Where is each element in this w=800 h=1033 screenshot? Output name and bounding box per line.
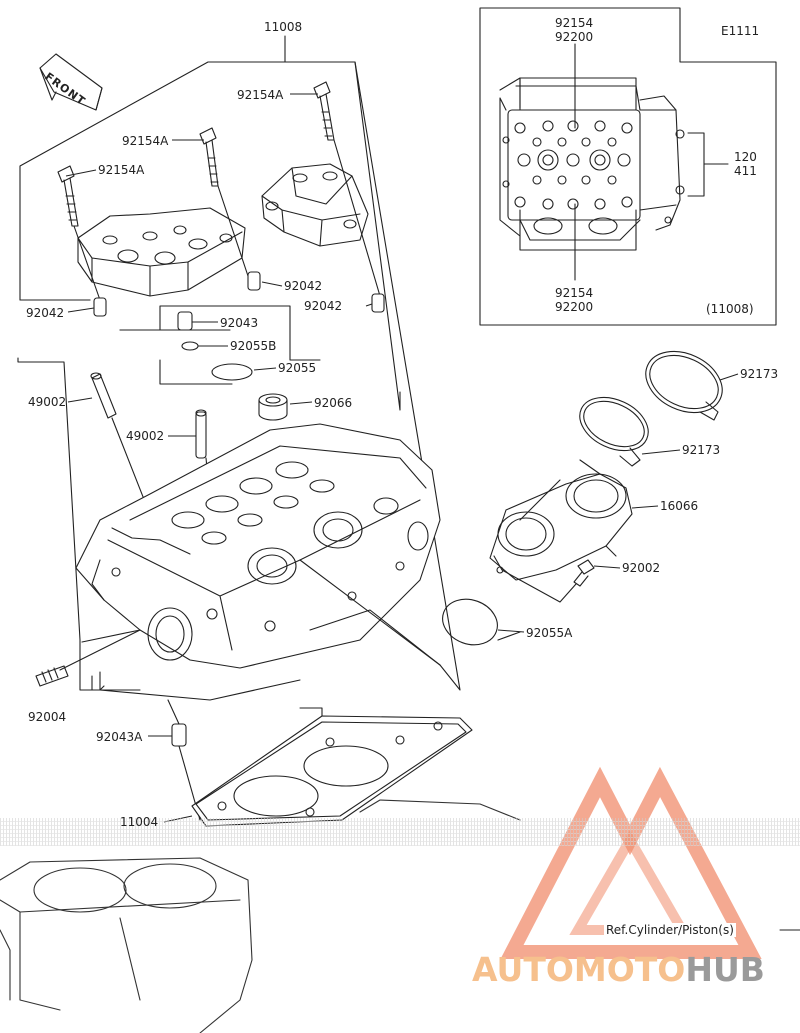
label-11004: 11004: [120, 815, 159, 829]
diagram-code: E1111: [721, 24, 760, 38]
oring-92055A: [442, 598, 498, 646]
stud-92004: [35, 665, 69, 687]
inset-engine-top-view: [499, 77, 685, 241]
label-11008: 11008: [264, 20, 303, 34]
inset-label-bottom-2: 92200: [555, 300, 594, 314]
inset-frame: [479, 7, 777, 326]
label-92043: 92043: [220, 316, 259, 330]
dowel-92042-2: [247, 271, 261, 291]
oring-92055B: [181, 341, 199, 351]
dowel-92042-3: [371, 293, 385, 313]
label-16066: 16066: [660, 499, 699, 513]
label-92004: 92004: [28, 710, 67, 724]
watermark-part-2: MOTO: [573, 950, 686, 989]
sleeve-92043A: [171, 723, 187, 747]
clamp-92173-lower: [579, 396, 649, 467]
label-92154A-1: 92154A: [98, 163, 145, 177]
bolt-92002: [573, 559, 595, 587]
dowel-92042-1: [93, 297, 107, 317]
label-49002-2: 49002: [126, 429, 165, 443]
camshaft-cap-left: [77, 207, 246, 297]
inset-label-side-2: 411: [734, 164, 757, 178]
cylinder-head-body: [75, 423, 441, 669]
ref-cylinder-note: Ref.Cylinder/Piston(s): [604, 923, 736, 937]
inset-label-side-1: 120: [734, 150, 757, 164]
cylinder-reference-sketch: [0, 799, 521, 1033]
inset-label-top-2: 92200: [555, 30, 594, 44]
inset-label-top-1: 92154: [555, 16, 594, 30]
label-92043A: 92043A: [96, 730, 143, 744]
bolt-92154A-2: [199, 127, 219, 187]
throttle-body-holder-16066: [489, 473, 633, 581]
label-92002: 92002: [622, 561, 661, 575]
automotohub-watermark: AUTOMOTOHUB: [472, 950, 765, 990]
seal-92066: [258, 393, 288, 421]
label-92042-3: 92042: [304, 299, 343, 313]
label-92173-1: 92173: [740, 367, 779, 381]
scan-noise-band: [0, 818, 800, 846]
camshaft-cap-right: [261, 163, 369, 247]
label-49002-1: 49002: [28, 395, 67, 409]
label-92173-2: 92173: [682, 443, 721, 457]
oring-92055: [211, 363, 253, 381]
label-92066: 92066: [314, 396, 353, 410]
inset-ref: (11008): [706, 302, 754, 316]
clamp-92173-upper: [645, 350, 723, 421]
label-92055: 92055: [278, 361, 317, 375]
watermark-part-3: HUB: [685, 950, 765, 989]
bolt-92154A-1: [57, 165, 79, 227]
watermark-part-1: AUTO: [472, 950, 574, 989]
bolt-92154A-3: [313, 81, 335, 141]
label-92055A: 92055A: [526, 626, 573, 640]
label-92042-1: 92042: [26, 306, 65, 320]
valve-guide-49002-1: [90, 372, 117, 419]
front-arrow-icon: [39, 53, 103, 111]
sleeve-92043: [177, 311, 193, 331]
inset-label-bottom-1: 92154: [555, 286, 594, 300]
label-92154A-3: 92154A: [237, 88, 284, 102]
label-92055B: 92055B: [230, 339, 277, 353]
valve-guide-49002-2: [195, 409, 207, 459]
head-gasket-11004: [191, 715, 473, 827]
label-92042-2: 92042: [284, 279, 323, 293]
label-92154A-2: 92154A: [122, 134, 169, 148]
